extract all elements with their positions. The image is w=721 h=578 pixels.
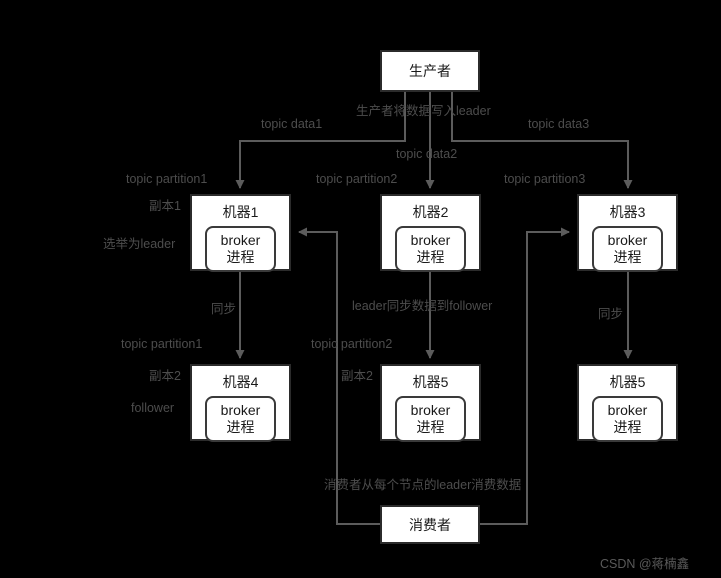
broker-line-1: broker [410, 402, 451, 418]
broker-line-1: broker [410, 232, 451, 248]
label-topic-partition1-top: topic partition1 [126, 172, 208, 186]
label-leader-sync-follower: leader同步数据到follower [352, 299, 493, 313]
label-topic-partition1-bottom: topic partition1 [121, 337, 203, 351]
label-topic-data2: topic data2 [396, 147, 458, 161]
machine-title: 机器5 [609, 374, 646, 390]
machine-title: 机器5 [412, 374, 449, 390]
broker-line-2: 进程 [226, 249, 255, 265]
label-sync-right: 同步 [598, 307, 624, 321]
machine-node-2[interactable]: 机器2 broker 进程 [380, 194, 481, 272]
label-replica2-mid: 副本2 [341, 369, 373, 383]
broker-process-box: broker 进程 [204, 396, 277, 442]
broker-process-box: broker 进程 [394, 226, 467, 272]
label-follower: follower [131, 401, 175, 415]
broker-line-1: broker [220, 232, 261, 248]
edge-producer-to-machine1 [235, 92, 406, 189]
machine-title: 机器3 [609, 204, 646, 220]
broker-line-1: broker [607, 402, 648, 418]
broker-line-1: broker [607, 232, 648, 248]
broker-line-2: 进程 [416, 419, 445, 435]
machine-title: 机器2 [412, 204, 449, 220]
consumer-label: 消费者 [409, 516, 451, 533]
broker-process-box: broker 进程 [591, 396, 664, 442]
label-topic-data3: topic data3 [528, 117, 590, 131]
label-topic-partition2-bottom: topic partition2 [311, 337, 393, 351]
machine-title: 机器4 [222, 374, 259, 390]
broker-line-1: broker [220, 402, 261, 418]
label-topic-data1: topic data1 [261, 117, 323, 131]
edge-consumer-left-bus [336, 270, 380, 525]
machine-node-4[interactable]: 机器4 broker 进程 [190, 364, 291, 442]
producer-label: 生产者 [409, 63, 451, 79]
label-replica2-left: 副本2 [149, 369, 181, 383]
consumer-node[interactable]: 消费者 [380, 505, 480, 544]
machine-node-3[interactable]: 机器3 broker 进程 [577, 194, 678, 272]
broker-process-box: broker 进程 [591, 226, 664, 272]
broker-process-box: broker 进程 [204, 226, 277, 272]
edge-machine2-to-machine1 [298, 227, 338, 270]
machine-node-6[interactable]: 机器5 broker 进程 [577, 364, 678, 442]
watermark: CSDN @蒋楠鑫 [600, 557, 690, 571]
label-topic-partition3-top: topic partition3 [504, 172, 586, 186]
label-replica1: 副本1 [149, 199, 181, 213]
broker-line-2: 进程 [416, 249, 445, 265]
label-topic-partition2-top: topic partition2 [316, 172, 398, 186]
edge-producer-to-machine3 [451, 92, 633, 189]
broker-process-box: broker 进程 [394, 396, 467, 442]
producer-node[interactable]: 生产者 [380, 50, 480, 92]
broker-line-2: 进程 [613, 249, 642, 265]
label-consumer-reads: 消费者从每个节点的leader消费数据 [324, 478, 522, 492]
machine-title: 机器1 [222, 204, 259, 220]
edge-machine2-to-machine3 [526, 227, 570, 270]
broker-line-2: 进程 [226, 419, 255, 435]
edge-consumer-right-bus [480, 270, 528, 525]
label-producer-to-leader: 生产者将数据写入leader [356, 104, 491, 118]
machine-node-1[interactable]: 机器1 broker 进程 [190, 194, 291, 272]
label-sync-left: 同步 [211, 302, 237, 316]
machine-node-5[interactable]: 机器5 broker 进程 [380, 364, 481, 442]
label-elect-leader: 选举为leader [103, 237, 176, 251]
broker-line-2: 进程 [613, 419, 642, 435]
